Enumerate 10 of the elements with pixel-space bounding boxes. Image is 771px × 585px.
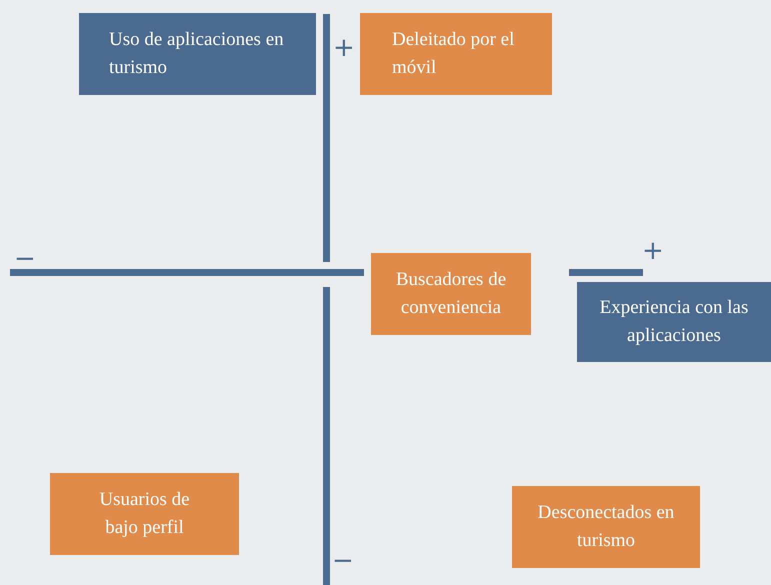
axis-sign: + (642, 238, 664, 264)
axis-sign: + (333, 35, 355, 61)
axis-sign: − (14, 246, 36, 272)
axis-sign: − (332, 548, 354, 574)
segment-box: Usuarios de bajo perfil (50, 473, 239, 555)
segment-box: Buscadores de conveniencia (371, 253, 531, 335)
axis-title-box: Experiencia con las aplicaciones (577, 282, 771, 362)
segment-box: Desconectados en turismo (512, 486, 700, 568)
segment-box: Deleitado por el móvil (360, 13, 552, 95)
axis-title-box: Uso de aplicaciones en turismo (79, 13, 316, 95)
